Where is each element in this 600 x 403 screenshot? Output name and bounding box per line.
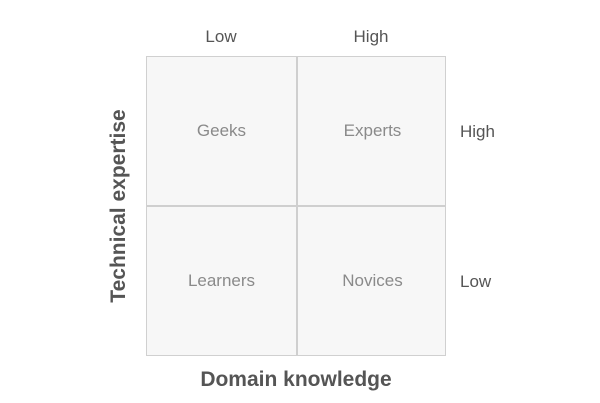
quadrant-novices: Novices bbox=[342, 271, 403, 290]
horizontal-divider bbox=[147, 205, 445, 207]
column-label-high: High bbox=[353, 27, 389, 46]
quadrant-grid: Geeks Experts Learners Novices bbox=[146, 56, 446, 356]
x-axis-title: Domain knowledge bbox=[200, 368, 392, 391]
quadrant-geeks: Geeks bbox=[196, 121, 247, 140]
column-label-low: Low bbox=[205, 27, 237, 46]
y-axis-title: Technical expertise bbox=[107, 109, 130, 303]
quadrant-experts: Experts bbox=[343, 121, 402, 140]
quadrant-learners: Learners bbox=[187, 271, 256, 290]
row-label-low: Low bbox=[460, 272, 492, 291]
row-label-high: High bbox=[460, 122, 495, 141]
